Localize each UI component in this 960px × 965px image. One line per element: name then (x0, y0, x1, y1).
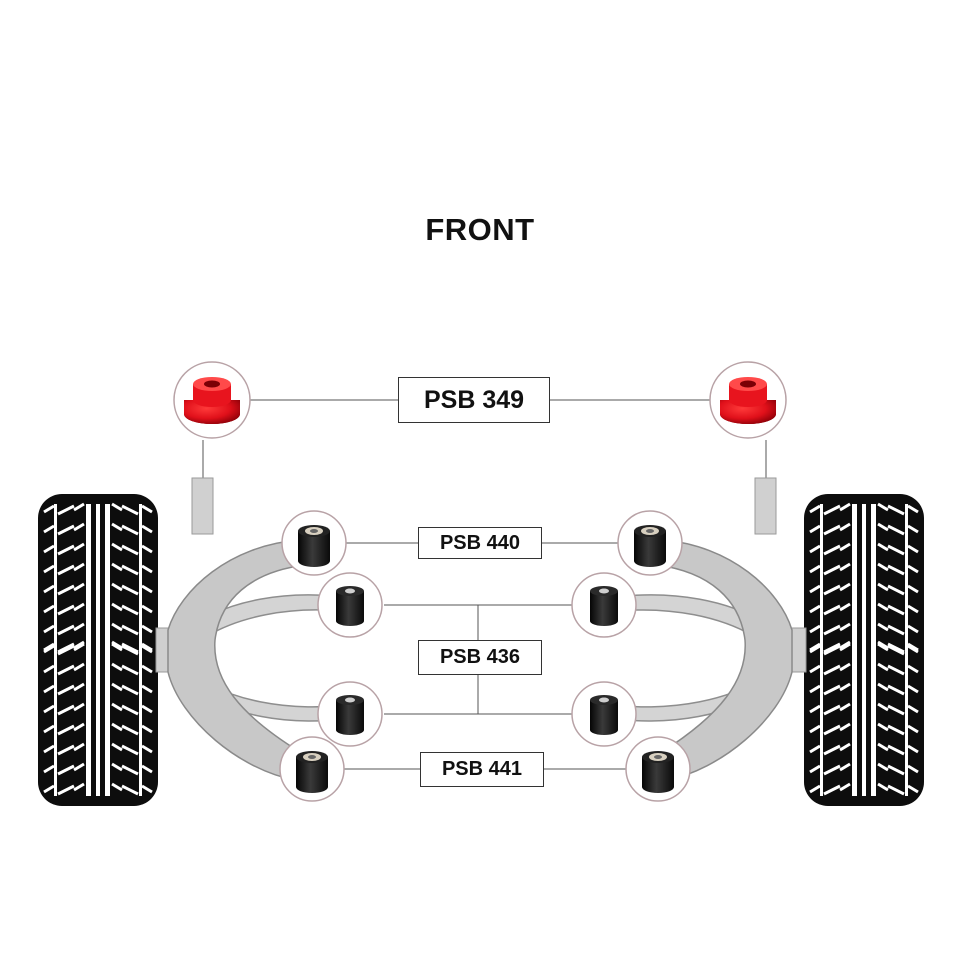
bushing-psb440-left-icon (281, 510, 347, 576)
part-label-psb441: PSB 441 (420, 752, 544, 787)
bushing-psb441-right-icon (625, 736, 691, 802)
right-bump-stop-mount (754, 477, 777, 535)
left-bump-stop-mount (191, 477, 214, 535)
part-label-psb349: PSB 349 (398, 377, 550, 423)
bushing-psb436-upper-right-icon (571, 572, 637, 638)
bushing-psb436-lower-right-icon (571, 681, 637, 747)
right-tyre-icon (802, 492, 926, 808)
part-label-psb436: PSB 436 (418, 640, 542, 675)
leader-lines (202, 399, 767, 770)
bushing-psb349-right-icon (709, 361, 787, 439)
control-arms (167, 539, 793, 781)
part-label-psb440: PSB 440 (418, 527, 542, 559)
bushing-psb440-right-icon (617, 510, 683, 576)
left-tyre-icon (36, 492, 160, 808)
diagram-title: FRONT (425, 212, 535, 247)
bushing-psb436-upper-left-icon (317, 572, 383, 638)
bushing-psb436-lower-left-icon (317, 681, 383, 747)
bushing-psb349-left-icon (173, 361, 251, 439)
bushing-psb441-left-icon (279, 736, 345, 802)
